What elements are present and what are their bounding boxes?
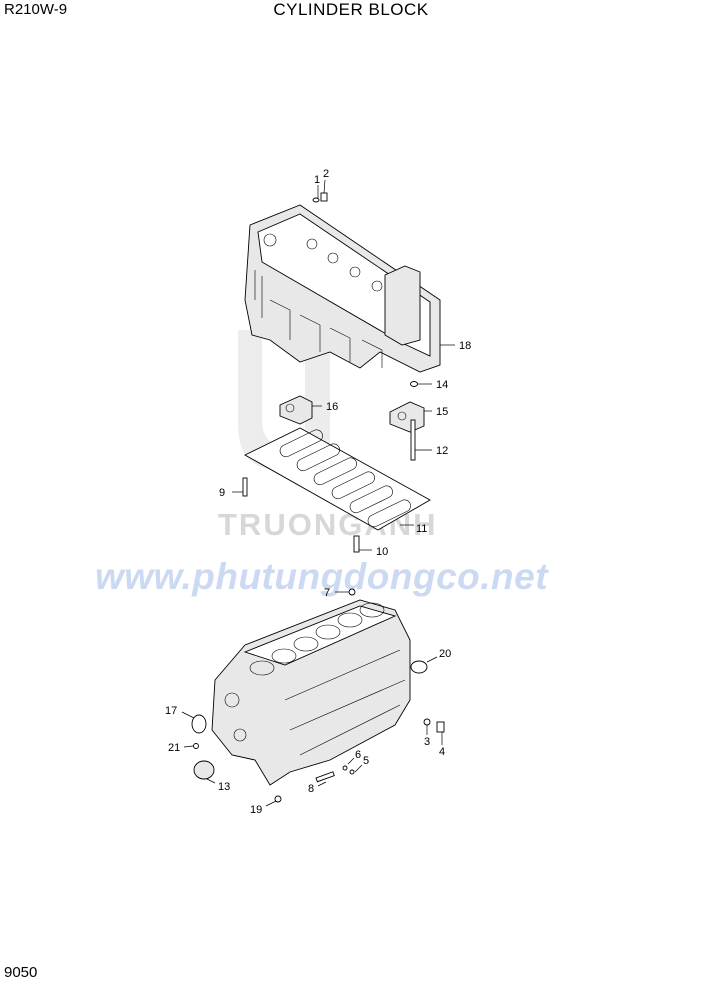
plug-part-20 bbox=[410, 660, 428, 674]
callout-7: 7 bbox=[324, 587, 330, 599]
bolt-part-8 bbox=[315, 771, 335, 783]
callout-21: 21 bbox=[168, 742, 180, 754]
washer-part-1 bbox=[312, 197, 320, 203]
watermark-url: www.phutungdongco.net bbox=[95, 556, 549, 597]
callout-1: 1 bbox=[314, 174, 320, 186]
callout-19: 19 bbox=[250, 804, 262, 816]
callout-14: 14 bbox=[436, 379, 448, 391]
plug-part-19 bbox=[274, 795, 282, 803]
callout-8: 8 bbox=[308, 783, 314, 795]
cap-part-13 bbox=[193, 760, 215, 780]
callout-16: 16 bbox=[326, 401, 338, 413]
seal-ring-part-17 bbox=[191, 714, 207, 734]
washer-part-14 bbox=[410, 381, 418, 387]
bolt-part-12 bbox=[410, 419, 416, 461]
callout-5: 5 bbox=[363, 755, 369, 767]
washer-part-3 bbox=[423, 718, 431, 726]
callout-4: 4 bbox=[439, 746, 445, 758]
callout-10: 10 bbox=[376, 546, 388, 558]
model-code: R210W-9 bbox=[4, 1, 68, 18]
bolt-part-9 bbox=[242, 477, 248, 497]
cylinder-block-main bbox=[211, 599, 411, 786]
bolt-part-2 bbox=[320, 192, 328, 202]
washer-part-6 bbox=[342, 765, 348, 771]
callout-20: 20 bbox=[439, 648, 451, 660]
callout-2: 2 bbox=[323, 168, 329, 180]
page-number: 9050 bbox=[4, 964, 38, 981]
gasket-part-11 bbox=[244, 427, 431, 531]
bolt-part-10 bbox=[353, 535, 360, 553]
bearing-cap-part-16 bbox=[279, 395, 313, 425]
page-title: CYLINDER BLOCK bbox=[273, 0, 429, 19]
callout-6: 6 bbox=[355, 749, 361, 761]
plug-part-5 bbox=[349, 769, 355, 775]
callout-9: 9 bbox=[219, 487, 225, 499]
leader-lines bbox=[181, 179, 455, 807]
callout-15: 15 bbox=[436, 406, 448, 418]
callout-12: 12 bbox=[436, 445, 448, 457]
plug-part-4 bbox=[436, 721, 445, 733]
callout-11: 11 bbox=[416, 523, 427, 535]
plug-part-21 bbox=[193, 743, 199, 749]
plug-part-7 bbox=[348, 588, 356, 596]
callout-3: 3 bbox=[424, 736, 430, 748]
callout-13: 13 bbox=[218, 781, 230, 793]
callout-17: 17 bbox=[165, 705, 177, 717]
ladder-frame-part-18 bbox=[244, 204, 441, 373]
callout-18: 18 bbox=[459, 340, 471, 352]
bearing-cap-part-15 bbox=[389, 401, 425, 433]
